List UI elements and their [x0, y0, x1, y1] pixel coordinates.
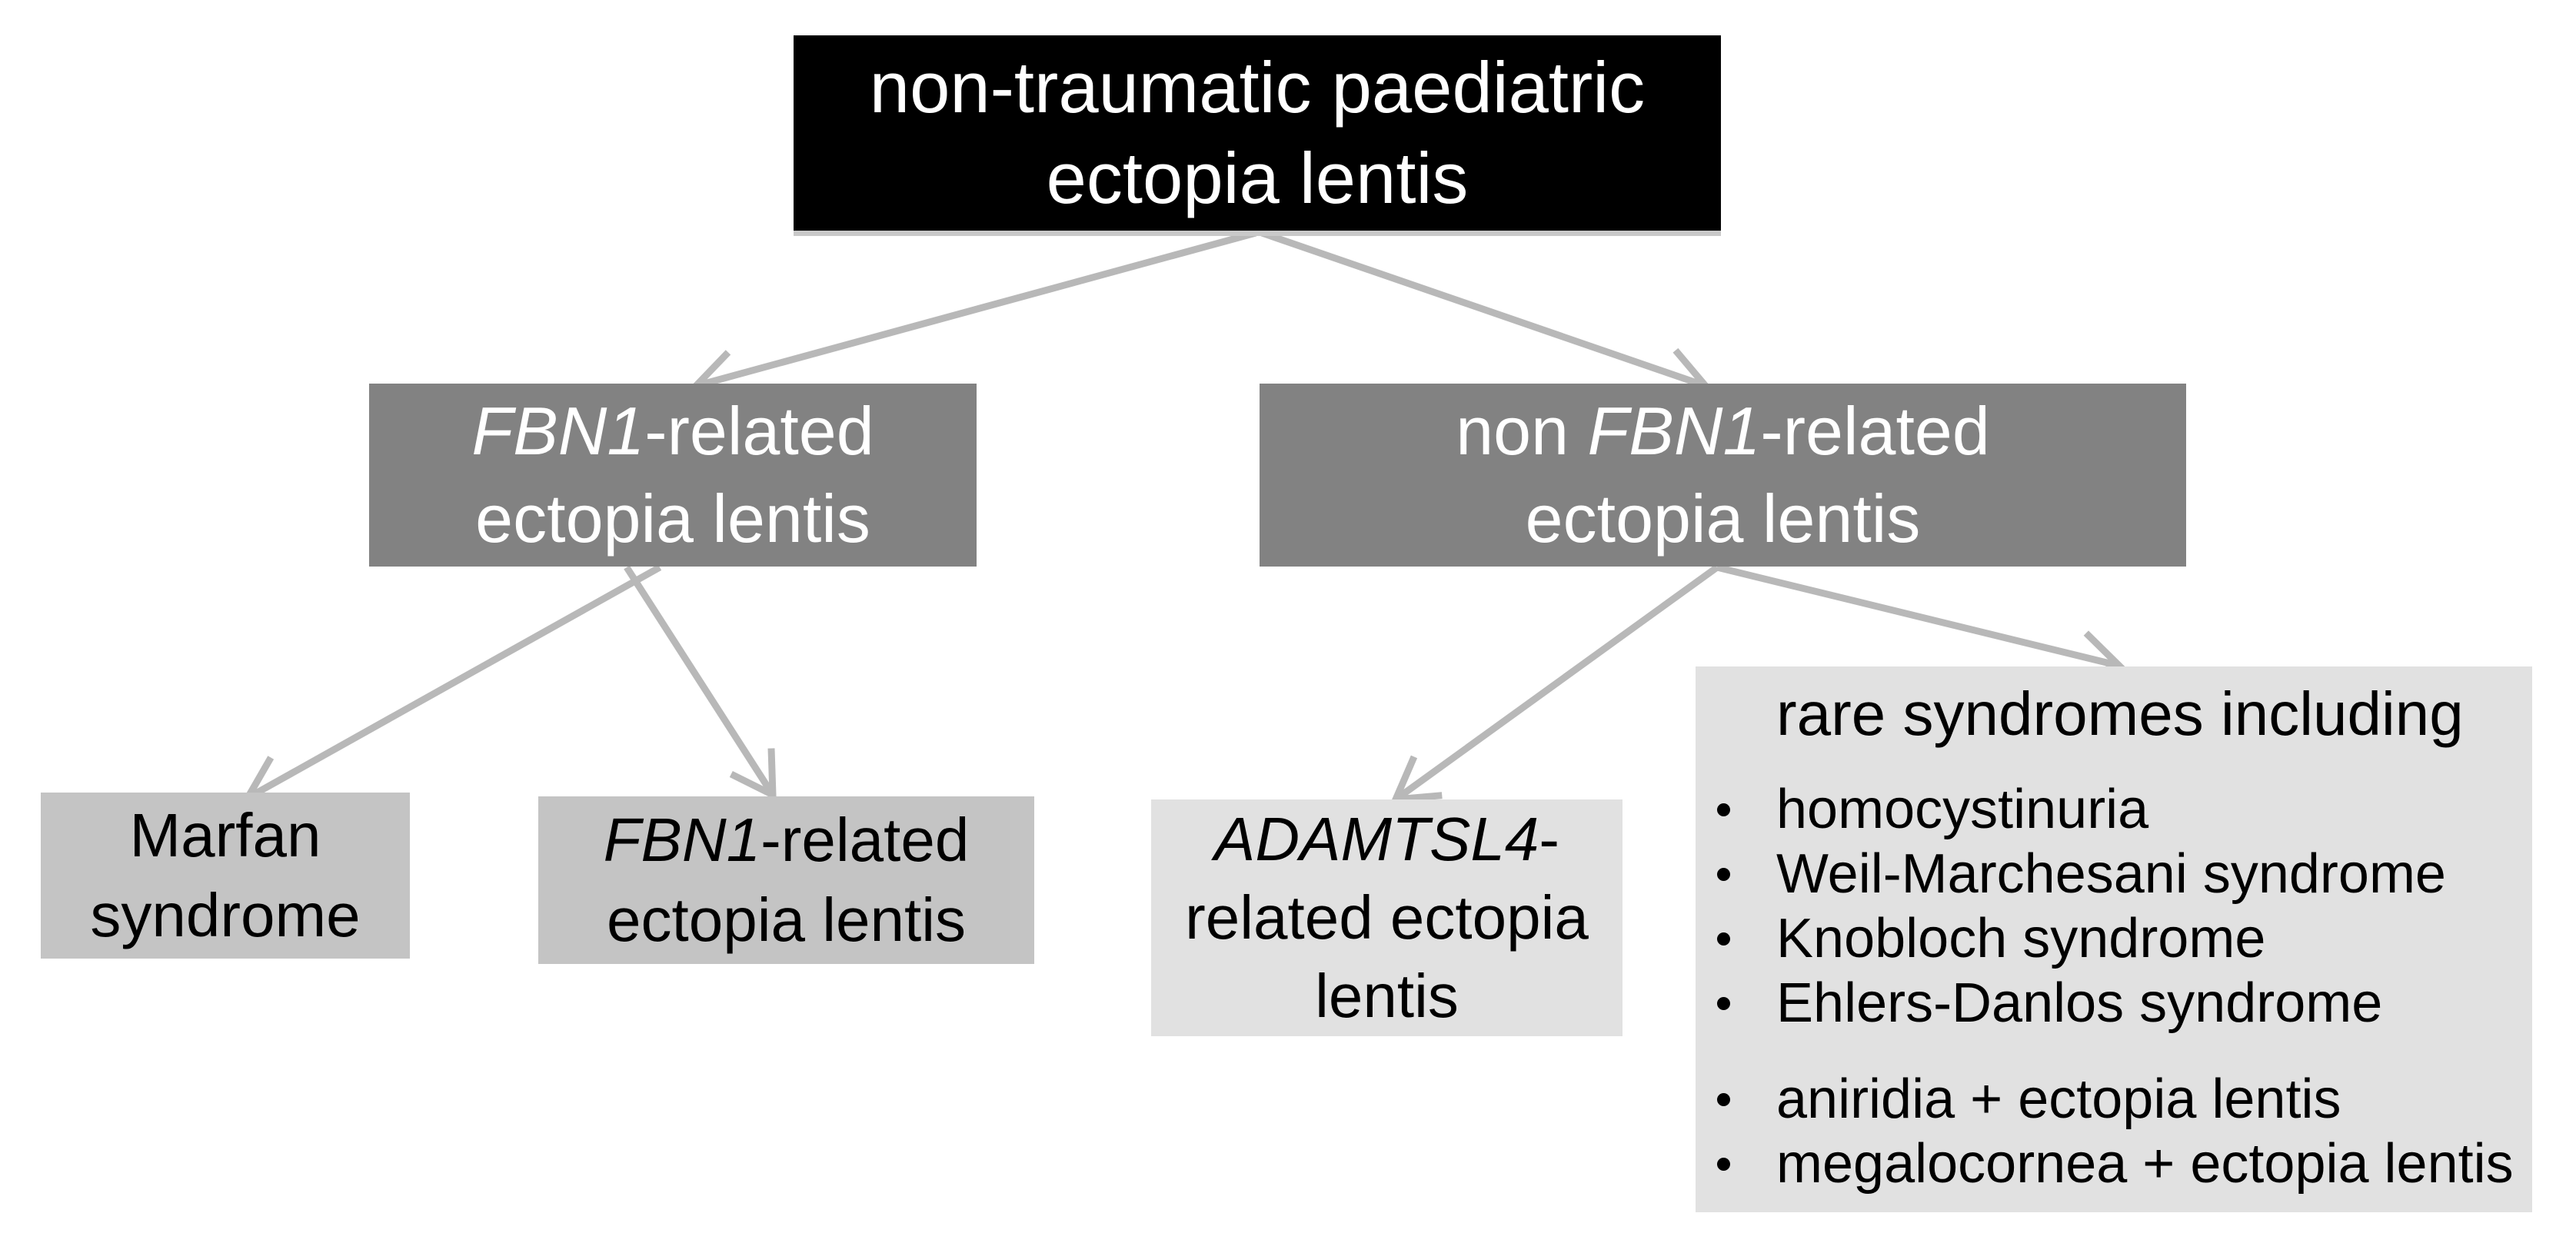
- arrow-fbn1-branch-to-fbn1-el: [624, 565, 777, 801]
- non-fbn1-related-branch-box: non FBN1-related ectopia lentis: [1260, 384, 2186, 567]
- adamtsl4-related-ectopia-lentis-box: ADAMTSL4- related ectopia lentis: [1151, 799, 1622, 1036]
- adamtsl4-suffix: -: [1539, 805, 1559, 873]
- non-fbn1-suffix: -related: [1760, 393, 1990, 469]
- marfan-syndrome-box: Marfan syndrome: [41, 793, 410, 959]
- fbn1-branch-line2: ectopia lentis: [475, 480, 870, 557]
- bullet-icon: [1717, 868, 1730, 881]
- rare-syndromes-box: rare syndromes including homocystinuria …: [1696, 666, 2532, 1212]
- bullet-icon: [1717, 1158, 1730, 1171]
- adamtsl4-line2: related ectopia: [1185, 883, 1589, 952]
- arrow-root-to-fbn1-branch: [689, 229, 1257, 402]
- arrow-non-fbn1-to-rare-syndromes: [1716, 563, 2126, 683]
- rare-syndromes-heading: rare syndromes including: [1776, 680, 2464, 748]
- non-fbn1-prefix: non: [1456, 393, 1588, 469]
- fbn1-gene-label: FBN1: [603, 806, 761, 874]
- root-box-line1: non-traumatic paediatric: [869, 47, 1646, 128]
- arrow-fbn1-branch-to-marfan: [241, 564, 662, 803]
- bullet-icon: [1717, 932, 1730, 946]
- fbn1-el-line1: FBN1-related: [604, 800, 970, 880]
- bullet-icon: [1717, 997, 1730, 1010]
- fbn1-branch-suffix: -related: [644, 393, 874, 469]
- marfan-line1: Marfan: [129, 801, 321, 869]
- bullet-icon: [1717, 803, 1730, 816]
- arrow-root-to-non-fbn1-branch: [1260, 229, 1712, 399]
- fbn1-branch-line1: FBN1-related: [471, 387, 874, 475]
- fbn1-related-ectopia-lentis-box: FBN1-related ectopia lentis: [538, 796, 1034, 964]
- fbn1-el-suffix: -related: [760, 806, 970, 874]
- root-box-line2: ectopia lentis: [1046, 138, 1469, 218]
- adamtsl4-line1: ADAMTSL4-: [1214, 800, 1559, 879]
- fbn1-el-line2: ectopia lentis: [607, 886, 966, 954]
- root-box-non-traumatic-paediatric-ectopia-lentis: non-traumatic paediatric ectopia lentis: [794, 35, 1721, 236]
- arrow-non-fbn1-to-adamtsl4: [1390, 564, 1719, 804]
- marfan-line2: syndrome: [90, 881, 361, 949]
- adamtsl4-line3: lentis: [1315, 962, 1459, 1030]
- fbn1-gene-label: FBN1: [1587, 393, 1761, 469]
- non-fbn1-branch-line2: ectopia lentis: [1525, 480, 1921, 557]
- adamtsl4-gene-label: ADAMTSL4: [1214, 805, 1539, 873]
- bullet-icon: [1717, 1093, 1730, 1106]
- non-fbn1-branch-line1: non FBN1-related: [1456, 387, 1990, 475]
- fbn1-related-branch-box: FBN1-related ectopia lentis: [369, 384, 977, 567]
- fbn1-gene-label: FBN1: [471, 393, 645, 469]
